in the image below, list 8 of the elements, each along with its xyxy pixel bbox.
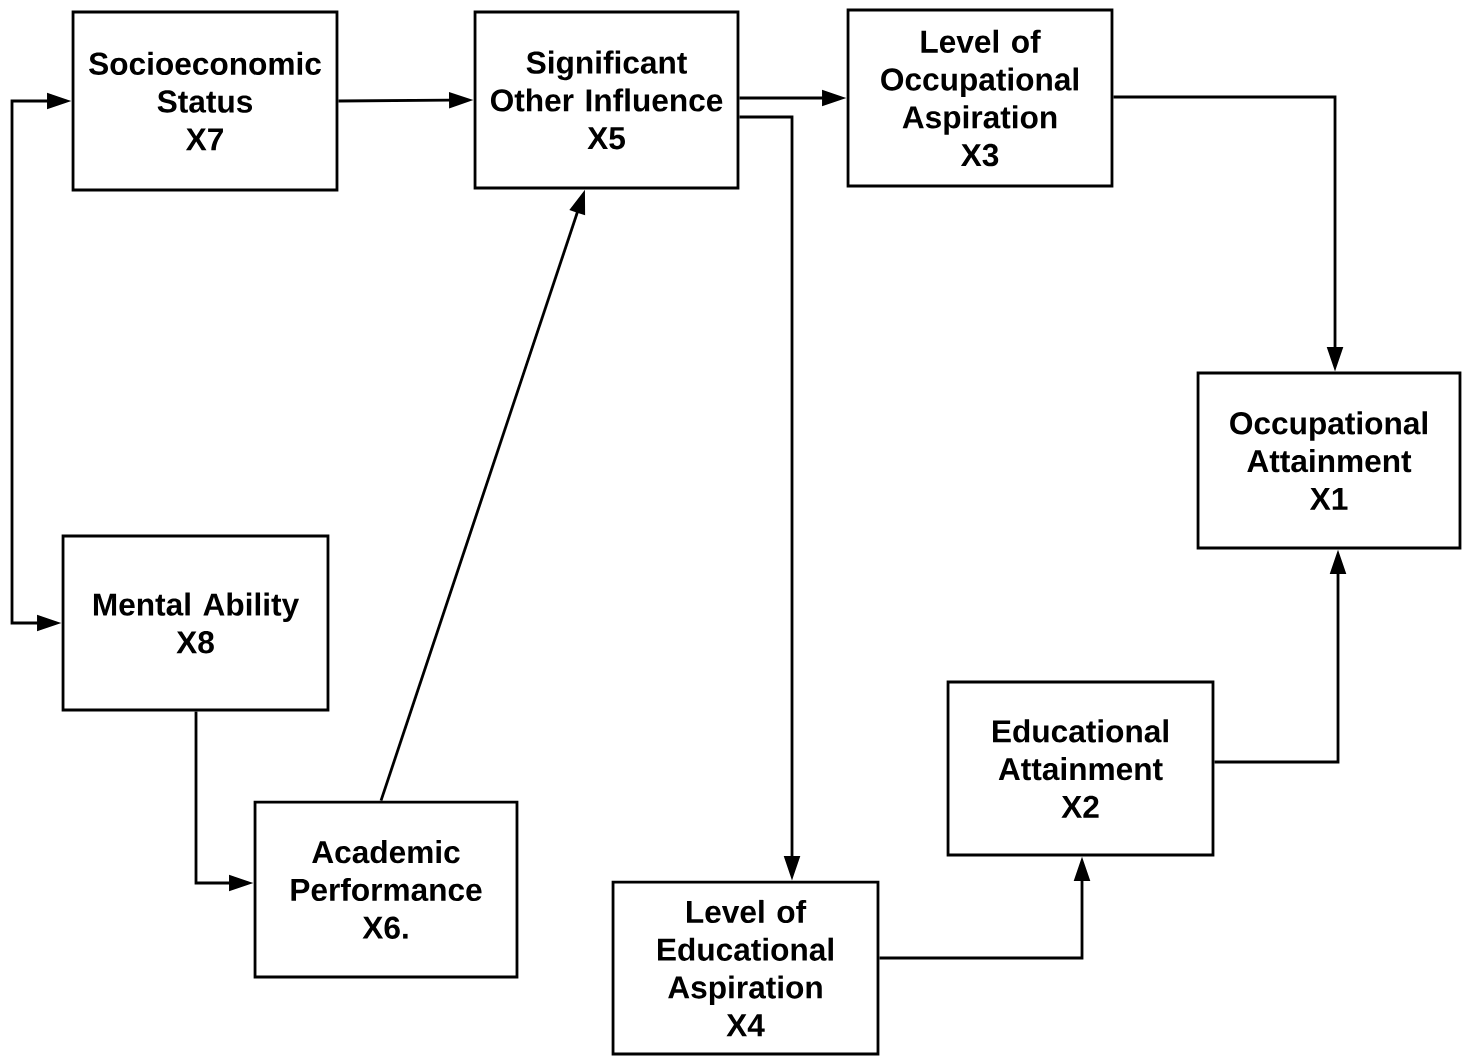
process-box: Significant Other Influence X5 [473,10,740,190]
process-box: Mental Ability X8 [61,534,330,712]
process-box: Occupational Attainment X1 [1196,371,1462,550]
process-box: Educational Attainment X2 [946,680,1215,857]
process-box: Academic Performance X6. [253,800,519,979]
process-box: Socioeconomic Status X7 [71,10,339,192]
process-box: Level of Occupational Aspiration X3 [846,8,1114,188]
process-box: Level of Educational Aspiration X4 [611,880,880,1056]
